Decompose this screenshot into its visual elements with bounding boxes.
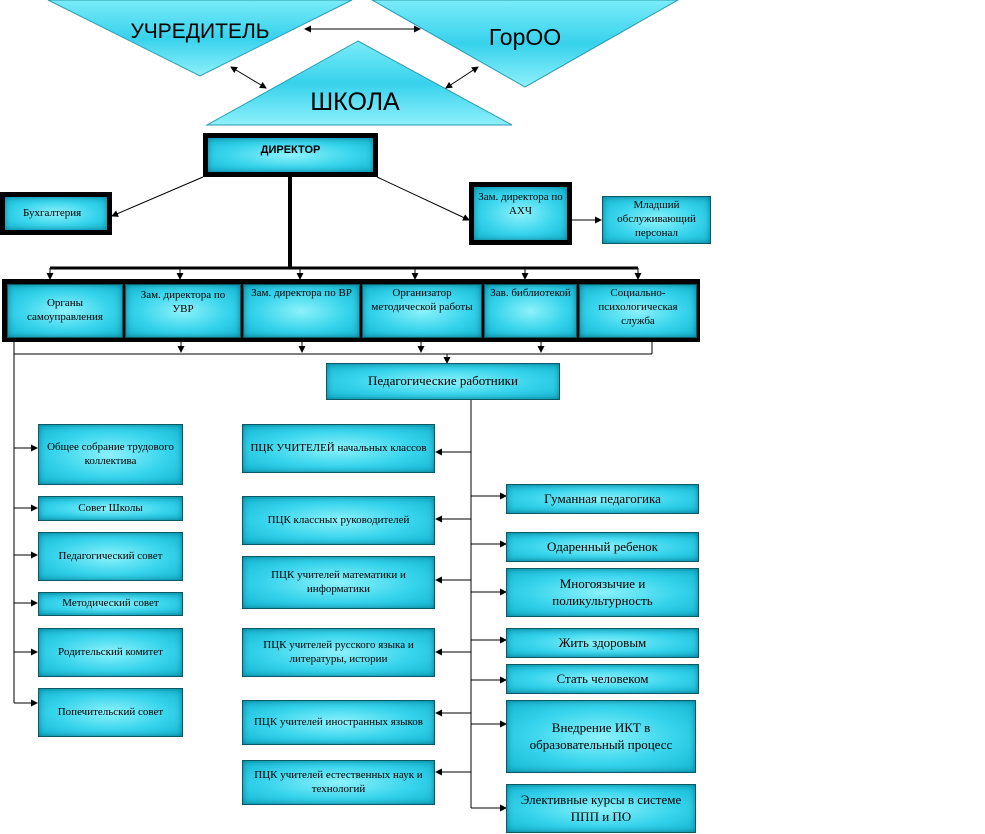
- founder-triangle: [47, 0, 353, 77]
- junior-staff-box: Младший обслуживающий персонал: [602, 196, 711, 244]
- method-organizer-box: Организатор методической работы: [362, 284, 482, 338]
- project-box: Гуманная педагогика: [506, 484, 699, 514]
- accounting-box: Бухгалтерия: [0, 192, 112, 235]
- council-box: Родительский комитет: [38, 628, 183, 677]
- pck-box: ПЦК учителей русского языка и литературы…: [242, 628, 435, 677]
- project-box: Многоязычие и поликультурность: [506, 568, 699, 617]
- deputy-vr-box: Зам. директора по ВР: [243, 284, 360, 338]
- council-box: Попечительский совет: [38, 688, 183, 737]
- social-service-box: Социально-психологическая служба: [579, 284, 697, 338]
- goroo-label: ГорОО: [488, 24, 562, 50]
- school-triangle: [205, 40, 513, 126]
- pck-box: ПЦК учителей иностранных языков: [242, 700, 435, 745]
- deputy-uvr-box: Зам. директора по УВР: [125, 284, 241, 338]
- project-box: Стать человеком: [506, 664, 699, 694]
- founder-label: УЧРЕДИТЕЛЬ: [130, 20, 270, 43]
- project-box: Элективные курсы в системе ППП и ПО: [506, 784, 696, 833]
- goroo-triangle: [370, 0, 680, 88]
- project-box: Жить здоровым: [506, 628, 699, 658]
- pck-box: ПЦК классных руководителей: [242, 496, 435, 545]
- council-box: Педагогический совет: [38, 532, 183, 581]
- self-government-box: Органы самоуправления: [7, 284, 123, 338]
- council-box: Совет Школы: [38, 496, 183, 521]
- pck-box: ПЦК УЧИТЕЛЕЙ начальных классов: [242, 424, 435, 473]
- pck-box: ПЦК учителей математики и информатики: [242, 556, 435, 609]
- project-box: Внедрение ИКТ в образовательный процесс: [506, 700, 696, 773]
- council-box: Общее собрание трудового коллектива: [38, 424, 183, 485]
- school-label: ШКОЛА: [310, 88, 400, 116]
- deputy-ahch-box: Зам. директора по АХЧ: [469, 182, 572, 245]
- pedagogical-staff-box: Педагогические работники: [326, 363, 560, 400]
- pck-box: ПЦК учителей естественных наук и техноло…: [242, 760, 435, 805]
- project-box: Одаренный ребенок: [506, 532, 699, 562]
- director-box: ДИРЕКТОР: [203, 133, 378, 177]
- council-box: Методический совет: [38, 592, 183, 616]
- library-head-box: Зав. библиотекой: [484, 284, 577, 338]
